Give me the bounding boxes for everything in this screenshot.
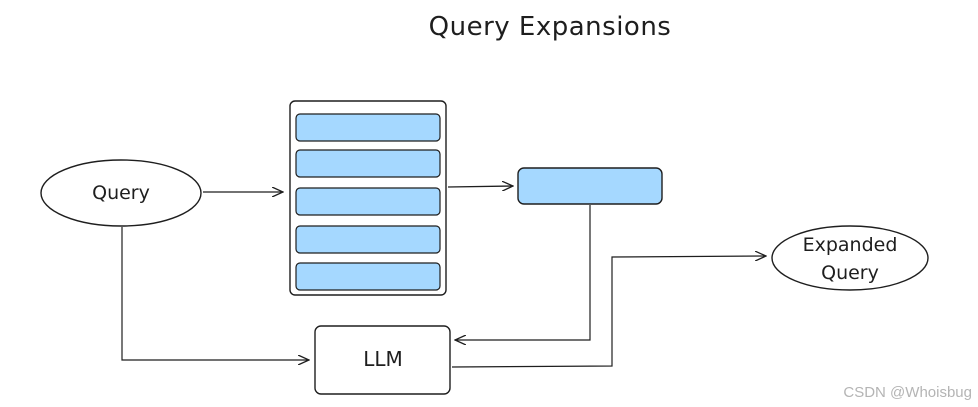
expanded-query-node: Expanded Query xyxy=(771,225,929,291)
document-store xyxy=(289,100,447,296)
arrow-llm-to-expanded xyxy=(451,256,766,368)
expanded-query-label-line1: Expanded xyxy=(803,234,898,256)
document-chunk xyxy=(295,262,441,291)
arrow-query-to-llm xyxy=(121,227,309,360)
document-chunk xyxy=(295,113,441,142)
document-chunk xyxy=(295,187,441,216)
document-chunk xyxy=(295,225,441,254)
llm-label: LLM xyxy=(363,347,403,371)
diagram-title: Query Expansions xyxy=(429,12,672,42)
query-node: Query xyxy=(40,159,202,227)
watermark: CSDN @Whoisbug xyxy=(843,384,972,401)
arrow-result-to-llm xyxy=(455,205,591,340)
expanded-query-label-line2: Query xyxy=(821,262,879,284)
arrow-docs-to-result xyxy=(447,186,513,187)
llm-node: LLM xyxy=(314,325,451,395)
document-chunk xyxy=(295,149,441,178)
retrieved-document xyxy=(517,167,663,205)
query-label: Query xyxy=(92,182,150,204)
